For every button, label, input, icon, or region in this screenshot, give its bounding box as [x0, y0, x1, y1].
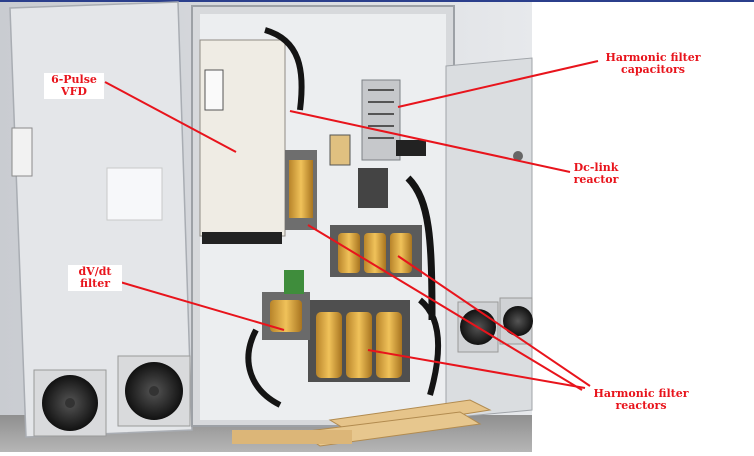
label-dc-link-reactor: Dc-link reactor — [565, 162, 627, 186]
vfd-keypad — [204, 69, 224, 111]
label-dvdt-filter-line1: dV/dt — [78, 265, 112, 278]
door-document-sheet — [106, 167, 163, 221]
right-cabinet-door — [445, 57, 533, 419]
wooden-pallet — [232, 399, 492, 447]
arrow-reactors-3 — [367, 349, 586, 389]
label-dvdt-filter-line2: filter — [79, 277, 111, 290]
vfd-drive-unit — [199, 39, 286, 237]
arrow-reactors-2 — [397, 255, 591, 387]
arrow-dc-link — [289, 110, 571, 173]
top-border — [0, 0, 754, 2]
label-harmonic-filter-capacitors-line1: Harmonic filter — [605, 51, 701, 64]
black-cable-bundle-1 — [264, 27, 305, 111]
contactor-block — [329, 134, 351, 166]
label-dvdt-filter: dV/dt filter — [68, 265, 122, 291]
label-dc-link-reactor-line1: Dc-link — [573, 161, 619, 174]
black-cable-bundle-4 — [417, 297, 442, 396]
green-circuit-board — [284, 270, 304, 294]
black-cable-bundle-3 — [245, 328, 282, 408]
dvdt-filter-module — [262, 292, 310, 340]
label-harmonic-filter-reactors-line2: reactors — [615, 399, 667, 412]
arrow-dvdt — [119, 281, 285, 331]
arrow-vfd — [104, 81, 237, 153]
left-cabinet-door — [9, 1, 193, 438]
harmonic-filter-reactor-lower — [308, 300, 410, 382]
left-door-fan-2 — [117, 355, 191, 427]
label-harmonic-filter-reactors: Harmonic filter reactors — [585, 388, 697, 412]
arrow-capacitors — [397, 60, 599, 108]
left-door-fan-1 — [33, 369, 107, 437]
relay-block — [358, 168, 388, 208]
label-harmonic-filter-capacitors: Harmonic filter capacitors — [598, 52, 708, 76]
door-lock — [513, 151, 523, 161]
dc-link-reactor — [285, 150, 317, 230]
harmonic-filter-reactor-upper — [330, 225, 422, 277]
label-dc-link-reactor-line2: reactor — [573, 173, 619, 186]
vfd-terminal-strip — [202, 232, 282, 244]
warning-sticker — [11, 127, 33, 177]
label-6-pulse-vfd: 6-Pulse VFD — [44, 73, 104, 99]
label-6-pulse-vfd-line1: 6-Pulse — [51, 73, 97, 86]
black-cable-bundle-2 — [405, 175, 436, 321]
harmonic-filter-capacitor-bank — [361, 79, 401, 161]
terminal-block — [396, 140, 426, 156]
arrow-reactors-1 — [307, 224, 583, 391]
label-harmonic-filter-reactors-line1: Harmonic filter — [593, 387, 689, 400]
label-harmonic-filter-capacitors-line2: capacitors — [621, 63, 685, 76]
label-6-pulse-vfd-line2: VFD — [61, 85, 87, 98]
